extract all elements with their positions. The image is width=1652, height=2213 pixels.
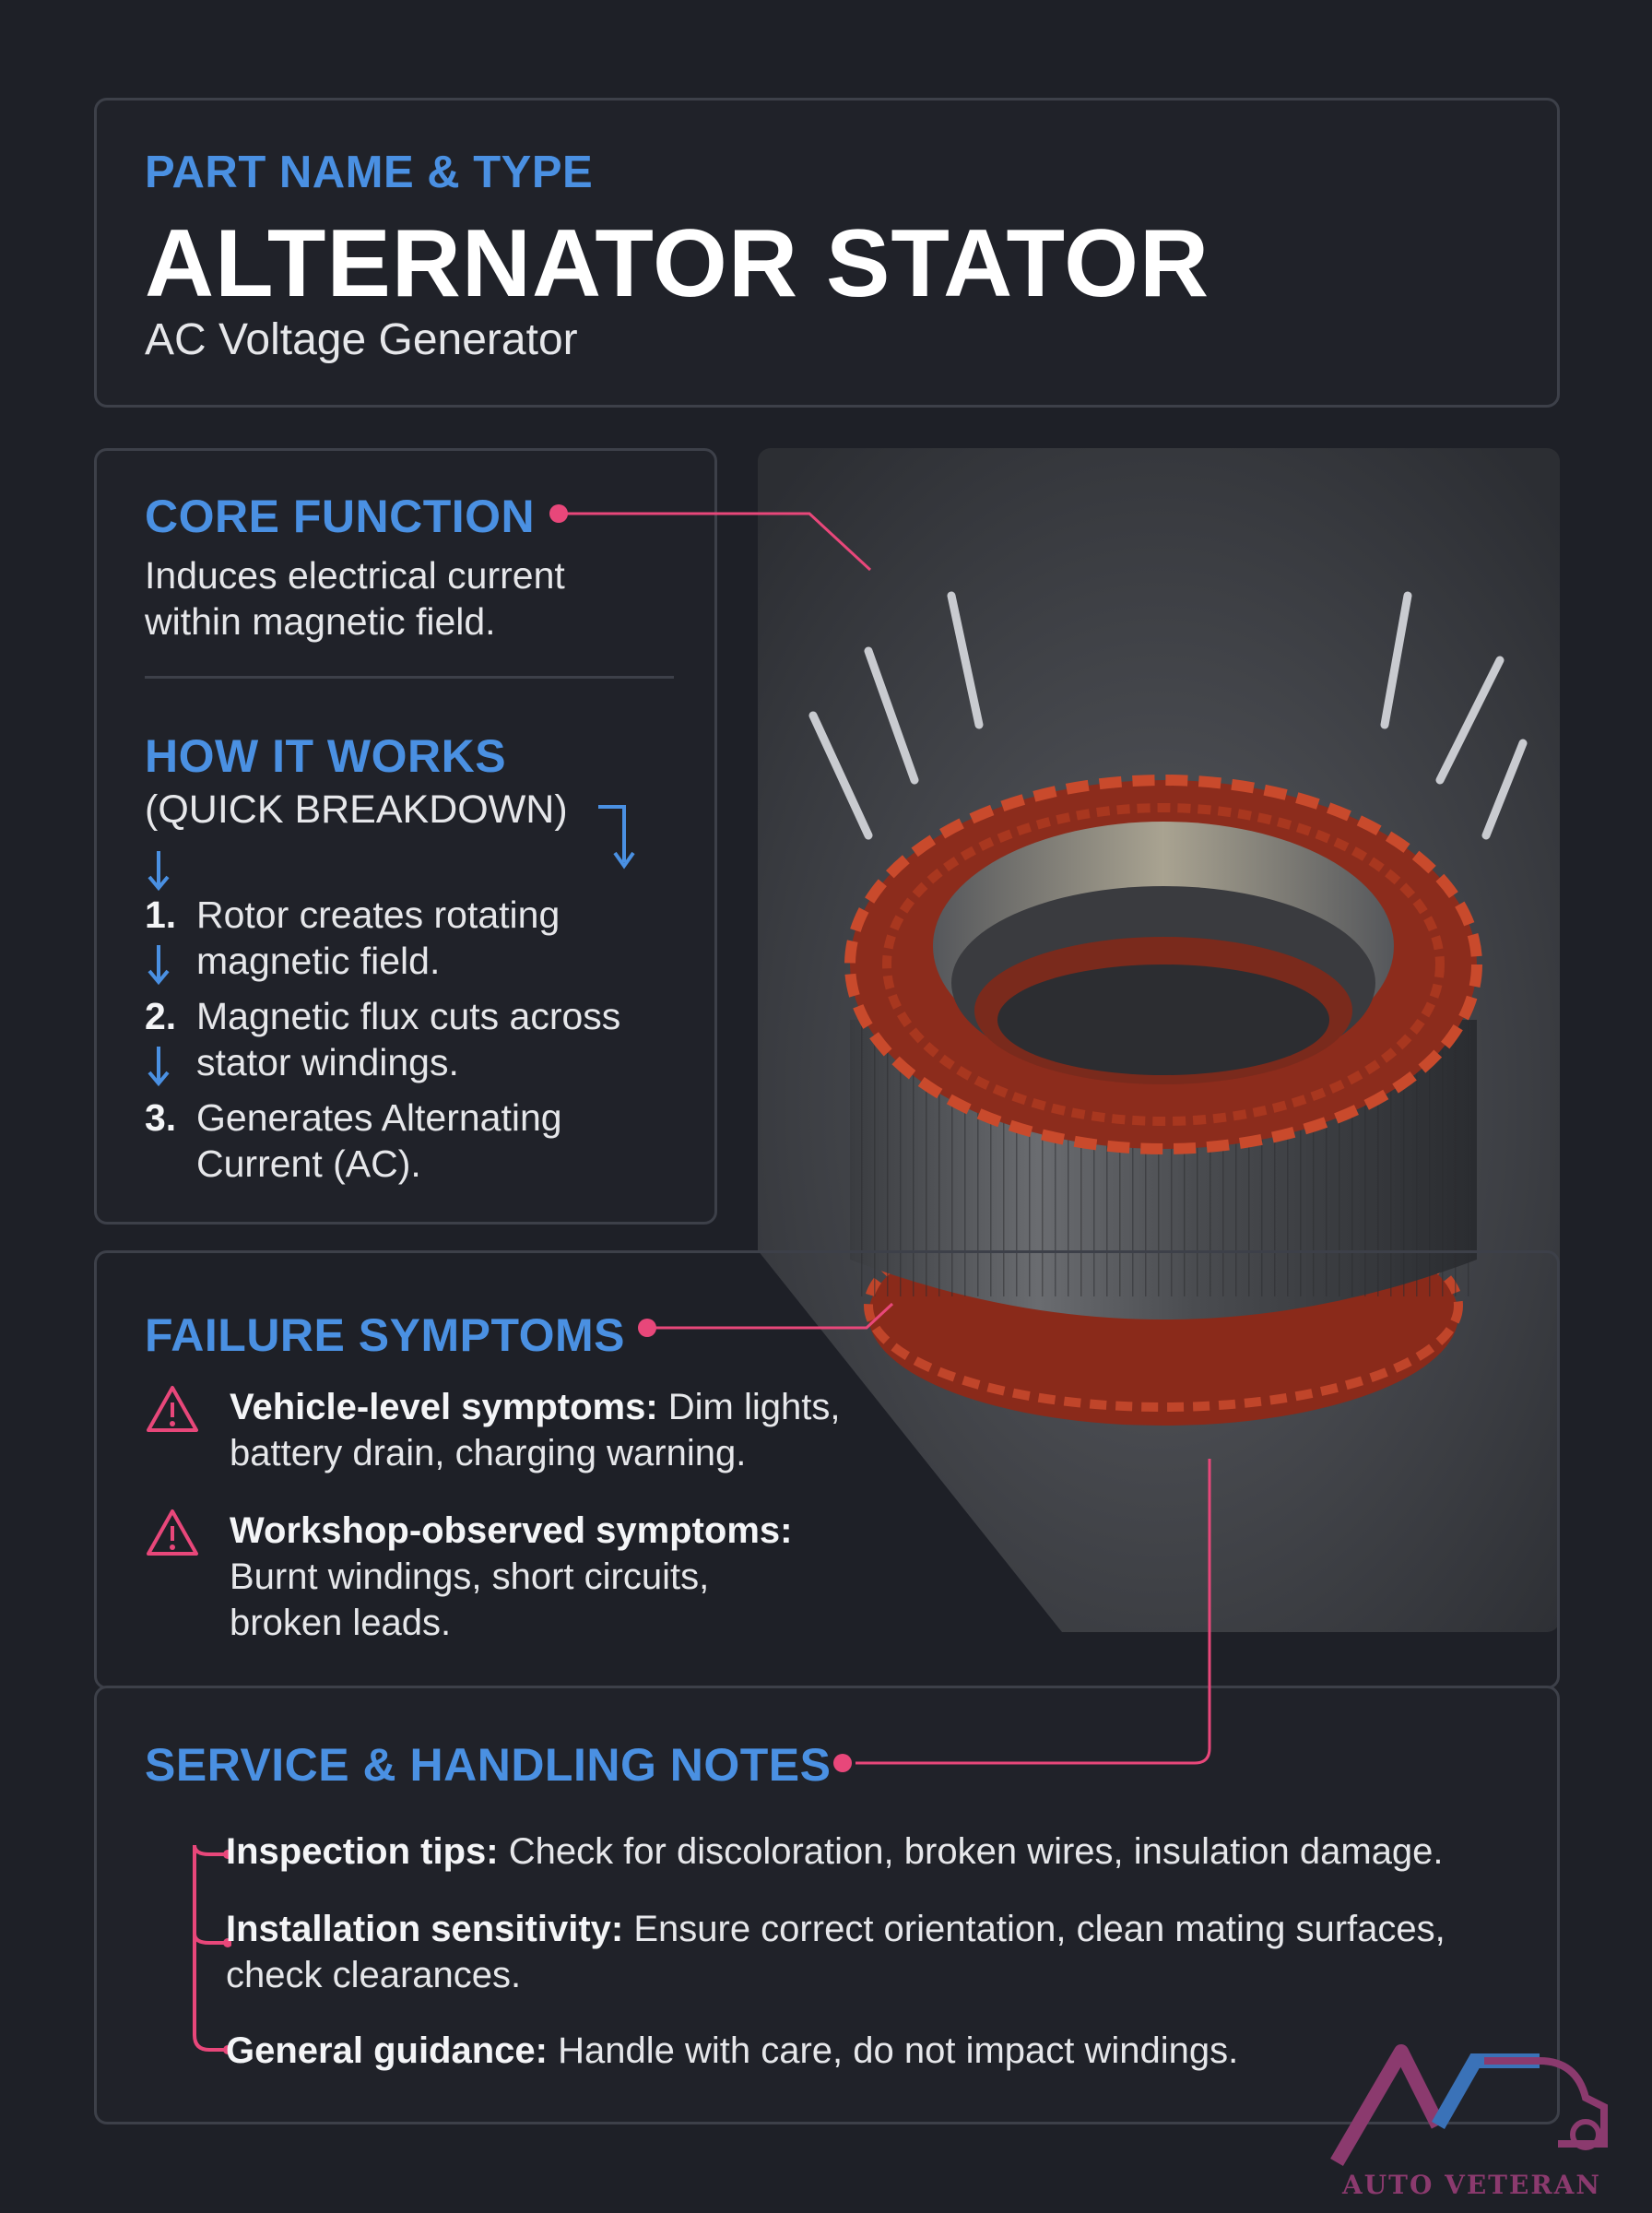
function-panel: CORE FUNCTION Induces electrical current… bbox=[94, 448, 717, 1225]
warning-icon bbox=[147, 1386, 198, 1432]
note-text: Ensure correct orientation, clean mating… bbox=[623, 1909, 1446, 1949]
section-kicker: PART NAME & TYPE bbox=[145, 148, 594, 197]
step-line: Current (AC). bbox=[196, 1142, 421, 1185]
core-function-line-1: Induces electrical current bbox=[145, 554, 565, 597]
note-text: Handle with care, do not impact windings… bbox=[547, 2030, 1239, 2071]
note-label: General guidance: bbox=[226, 2030, 548, 2071]
header-panel: PART NAME & TYPE ALTERNATOR STATOR AC Vo… bbox=[94, 98, 1560, 408]
how-it-works-heading: HOW IT WORKS bbox=[145, 730, 507, 782]
step-line: Generates Alternating bbox=[196, 1096, 562, 1139]
brand-name: AUTO VETERAN bbox=[1342, 2170, 1601, 2200]
step-line: Rotor creates rotating bbox=[196, 893, 560, 936]
service-heading: SERVICE & HANDLING NOTES bbox=[145, 1739, 832, 1791]
failure-panel: FAILURE SYMPTOMS Vehicle-level symptoms:… bbox=[94, 1250, 1560, 1689]
down-arrow-icon bbox=[148, 945, 170, 986]
core-function-line-2: within magnetic field. bbox=[145, 600, 496, 643]
symptom-text: Workshop-observed symptoms: Burnt windin… bbox=[230, 1508, 875, 1646]
symptom-label: Vehicle-level symptoms: bbox=[230, 1387, 658, 1427]
how-it-works-subheading: (QUICK BREAKDOWN) bbox=[145, 787, 568, 832]
step-number: 2. bbox=[145, 995, 177, 1037]
note-text-2: check clearances. bbox=[226, 1955, 522, 1995]
down-arrow-icon bbox=[148, 1047, 170, 1087]
symptom-label: Workshop-observed symptoms: bbox=[230, 1510, 793, 1551]
page-subtitle: AC Voltage Generator bbox=[145, 315, 578, 364]
note-text: Check for discoloration, broken wires, i… bbox=[498, 1831, 1444, 1872]
symptom-desc-2: battery drain, charging warning. bbox=[230, 1433, 747, 1473]
down-arrow-icon bbox=[148, 851, 170, 892]
step-number: 1. bbox=[145, 893, 177, 936]
core-function-heading: CORE FUNCTION bbox=[145, 491, 536, 542]
service-note-inspection: Inspection tips: Check for discoloration… bbox=[226, 1828, 1535, 1875]
step-line: Magnetic flux cuts across bbox=[196, 995, 621, 1037]
symptom-desc: Dim lights, bbox=[657, 1387, 841, 1427]
symptom-text: Vehicle-level symptoms: Dim lights, batt… bbox=[230, 1384, 875, 1476]
note-label: Installation sensitivity: bbox=[226, 1909, 624, 1949]
divider bbox=[145, 676, 674, 679]
bracket-arrow-icon bbox=[598, 805, 635, 870]
warning-icon bbox=[147, 1509, 198, 1556]
brand-logo: AUTO VETERAN bbox=[1328, 2033, 1622, 2208]
service-note-installation: Installation sensitivity: Ensure correct… bbox=[226, 1906, 1535, 1998]
service-panel: SERVICE & HANDLING NOTES Inspection tips… bbox=[94, 1686, 1560, 2124]
note-label: Inspection tips: bbox=[226, 1831, 499, 1872]
failure-heading: FAILURE SYMPTOMS bbox=[145, 1309, 626, 1361]
service-note-general: General guidance: Handle with care, do n… bbox=[226, 2028, 1535, 2074]
symptom-desc: Burnt windings, short circuits, bbox=[230, 1556, 710, 1597]
symptom-desc-2: broken leads. bbox=[230, 1603, 452, 1643]
step-line: magnetic field. bbox=[196, 940, 441, 982]
step-line: stator windings. bbox=[196, 1041, 459, 1083]
tree-connector bbox=[193, 1844, 231, 2054]
logo-mark bbox=[1330, 2044, 1608, 2167]
page-title: ALTERNATOR STATOR bbox=[145, 210, 1210, 317]
step-number: 3. bbox=[145, 1096, 177, 1139]
